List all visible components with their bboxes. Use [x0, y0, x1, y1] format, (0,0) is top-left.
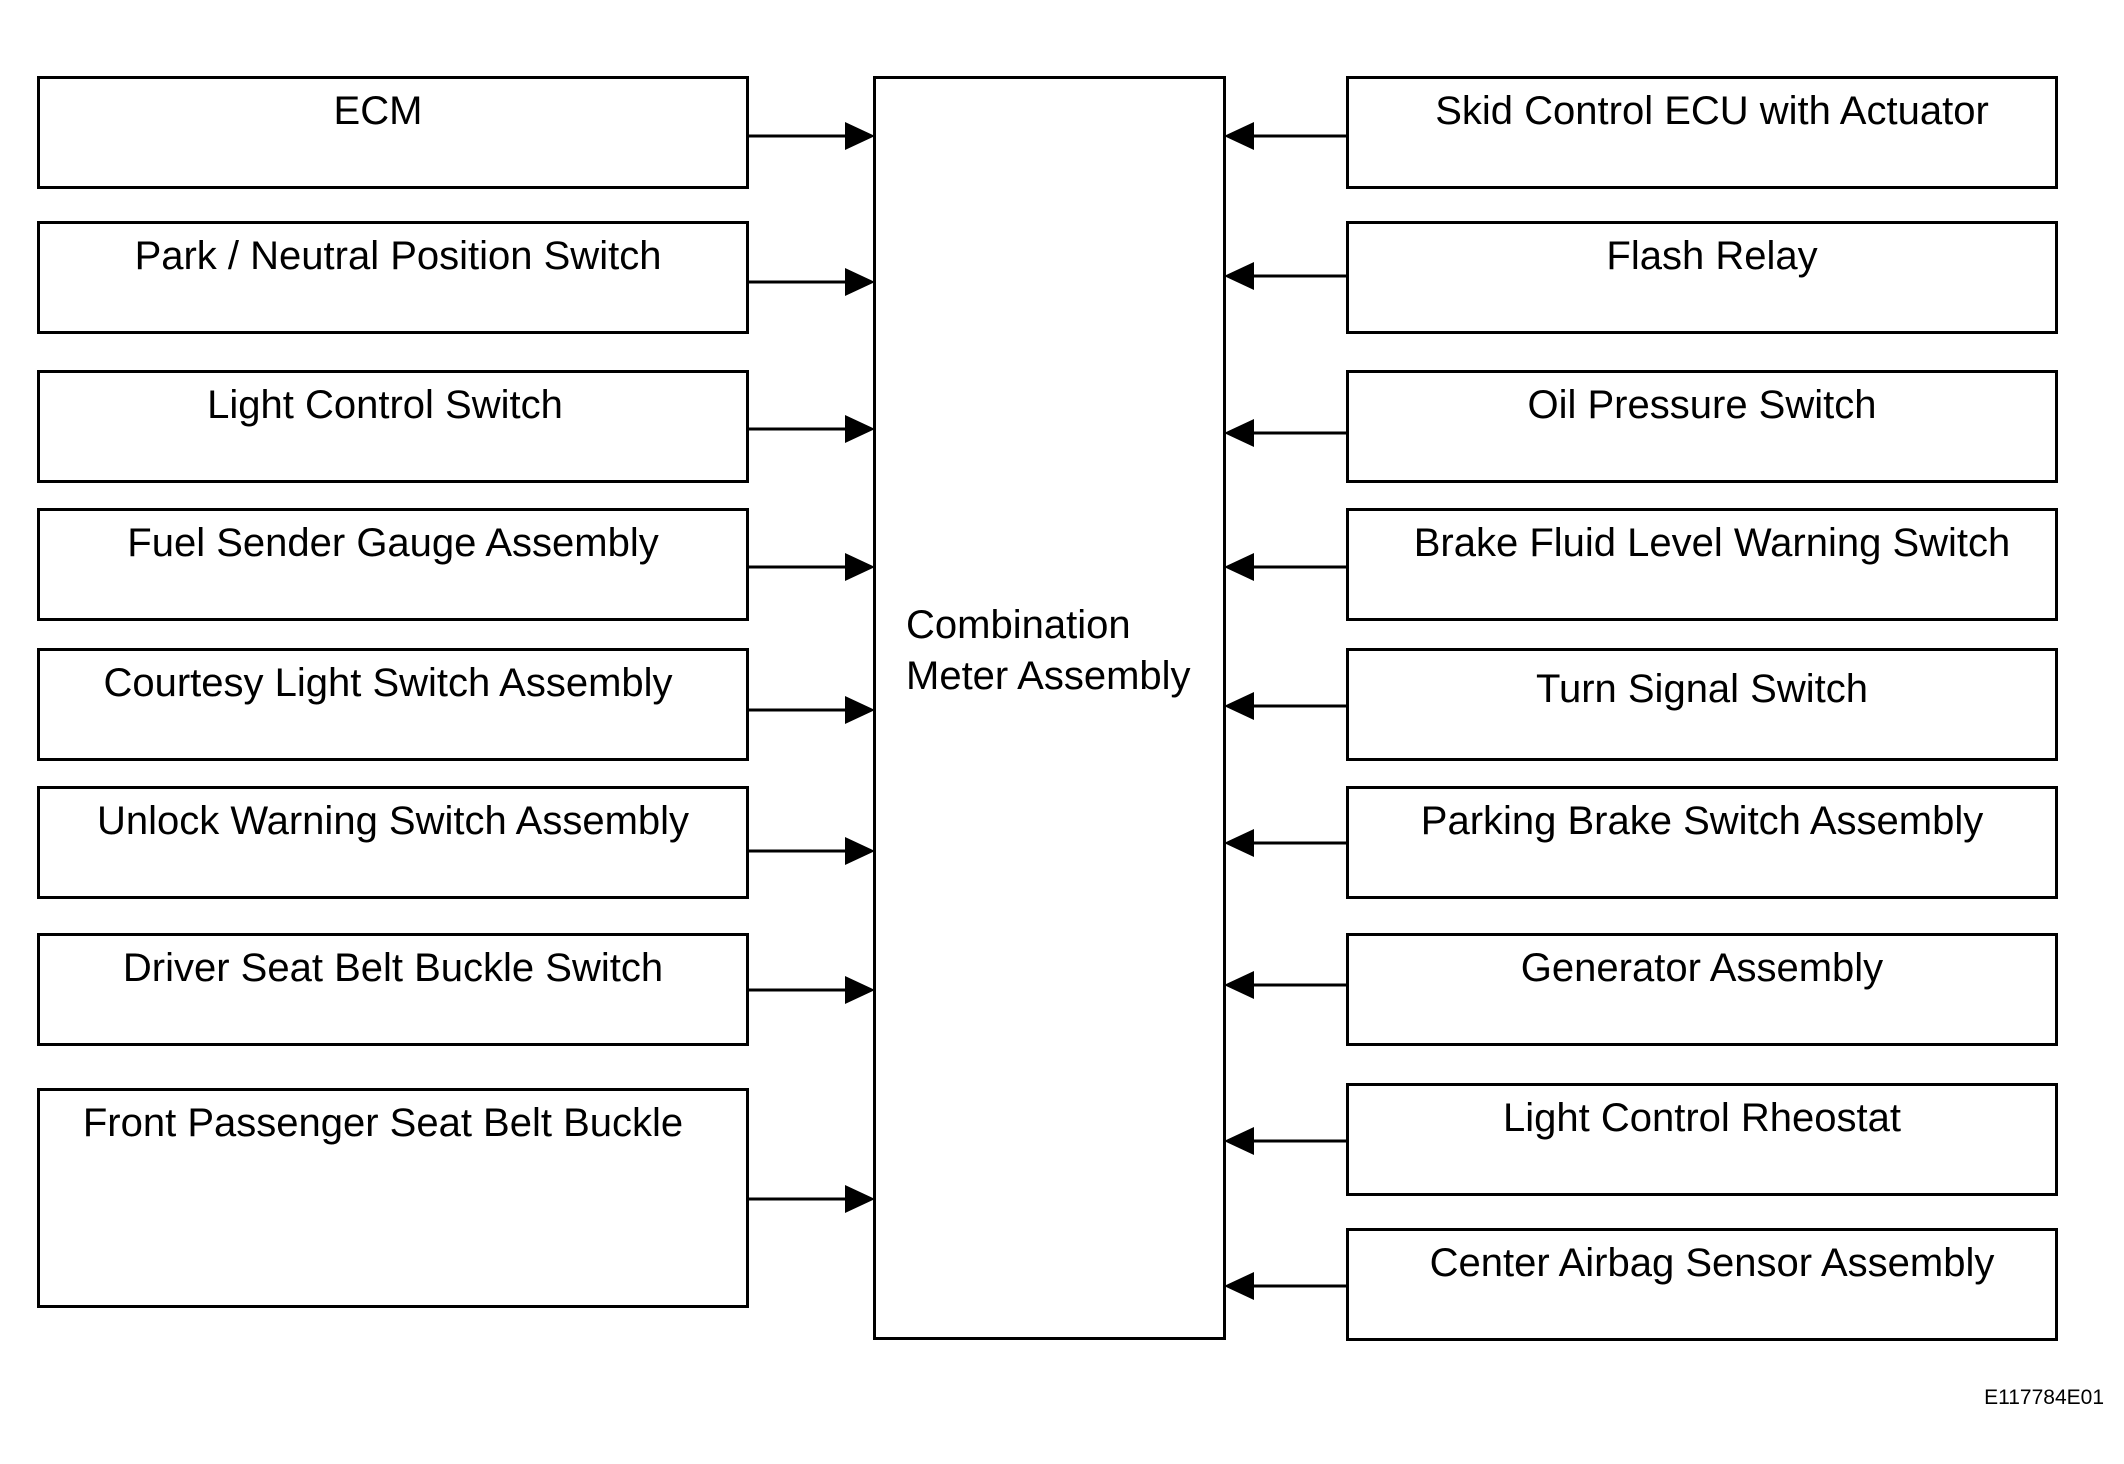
input-box-center-airbag-sensor-assembly: Center Airbag Sensor Assembly: [1346, 1228, 2058, 1341]
input-box-label: Oil Pressure Switch: [1527, 383, 1877, 427]
left-connector-arrowhead-8: [845, 1185, 875, 1213]
input-box-courtesy-light-switch-assembly: Courtesy Light Switch Assembly: [37, 648, 749, 761]
input-box-label: Unlock Warning Switch Assembly: [96, 799, 690, 843]
input-box-light-control-rheostat: Light Control Rheostat: [1346, 1083, 2058, 1196]
combination-meter-assembly-box: Combination Meter Assembly: [873, 76, 1226, 1340]
input-box-label: Front Passenger Seat Belt Buckle: [82, 1101, 684, 1145]
input-box-front-passenger-seat-belt-buckle: Front Passenger Seat Belt Buckle: [37, 1088, 749, 1308]
input-box-label: Fuel Sender Gauge Assembly: [127, 521, 659, 565]
right-connector-arrowhead-9: [1224, 1272, 1254, 1300]
input-box-label: Skid Control ECU with Actuator: [1435, 89, 1989, 133]
input-box-label: Center Airbag Sensor Assembly: [1429, 1241, 1995, 1285]
right-connector-arrowhead-4: [1224, 553, 1254, 581]
diagram-code: E117784E01: [1984, 1386, 2104, 1409]
left-connector-arrowhead-1: [845, 122, 875, 150]
input-box-fuel-sender-gauge-assembly: Fuel Sender Gauge Assembly: [37, 508, 749, 621]
input-box-generator-assembly: Generator Assembly: [1346, 933, 2058, 1046]
input-box-label: Park / Neutral Position Switch: [134, 234, 662, 278]
input-box-driver-seat-belt-buckle-switch: Driver Seat Belt Buckle Switch: [37, 933, 749, 1046]
input-box-flash-relay: Flash Relay: [1346, 221, 2058, 334]
input-box-park-neutral-position-switch: Park / Neutral Position Switch: [37, 221, 749, 334]
left-connector-arrowhead-4: [845, 553, 875, 581]
input-box-oil-pressure-switch: Oil Pressure Switch: [1346, 370, 2058, 483]
input-box-label: Courtesy Light Switch Assembly: [103, 661, 673, 705]
center-label-line-1: Combination: [906, 603, 1131, 647]
input-box-light-control-switch: Light Control Switch: [37, 370, 749, 483]
input-box-label: Parking Brake Switch Assembly: [1420, 799, 1984, 843]
left-connector-arrowhead-5: [845, 696, 875, 724]
right-connector-arrowhead-2: [1224, 262, 1254, 290]
input-box-label: Turn Signal Switch: [1536, 667, 1868, 711]
input-box-label: Light Control Switch: [207, 383, 563, 427]
left-connector-arrowhead-6: [845, 837, 875, 865]
input-box-label: Flash Relay: [1606, 234, 1818, 278]
right-connector-arrowhead-7: [1224, 971, 1254, 999]
left-connector-arrowhead-3: [845, 415, 875, 443]
right-connector-arrowhead-1: [1224, 122, 1254, 150]
input-box-label: Generator Assembly: [1520, 946, 1884, 990]
input-box-ecm: ECM: [37, 76, 749, 189]
right-connector-arrowhead-5: [1224, 692, 1254, 720]
right-connector-arrowhead-3: [1224, 419, 1254, 447]
input-box-turn-signal-switch: Turn Signal Switch: [1346, 648, 2058, 761]
right-connector-arrowhead-6: [1224, 829, 1254, 857]
input-box-skid-control-ecu-with-actuator: Skid Control ECU with Actuator: [1346, 76, 2058, 189]
center-label: Combination Meter Assembly: [906, 600, 1191, 702]
left-connector-arrowhead-2: [845, 268, 875, 296]
input-box-parking-brake-switch-assembly: Parking Brake Switch Assembly: [1346, 786, 2058, 899]
input-box-label: Brake Fluid Level Warning Switch: [1413, 521, 2011, 565]
input-box-label: ECM: [333, 89, 423, 133]
left-connector-arrowhead-7: [845, 976, 875, 1004]
input-box-unlock-warning-switch-assembly: Unlock Warning Switch Assembly: [37, 786, 749, 899]
right-connector-arrowhead-8: [1224, 1127, 1254, 1155]
input-box-label: Driver Seat Belt Buckle Switch: [122, 946, 664, 990]
input-box-brake-fluid-level-warning-switch: Brake Fluid Level Warning Switch: [1346, 508, 2058, 621]
input-box-label: Light Control Rheostat: [1502, 1096, 1901, 1140]
center-label-line-2: Meter Assembly: [906, 654, 1191, 698]
